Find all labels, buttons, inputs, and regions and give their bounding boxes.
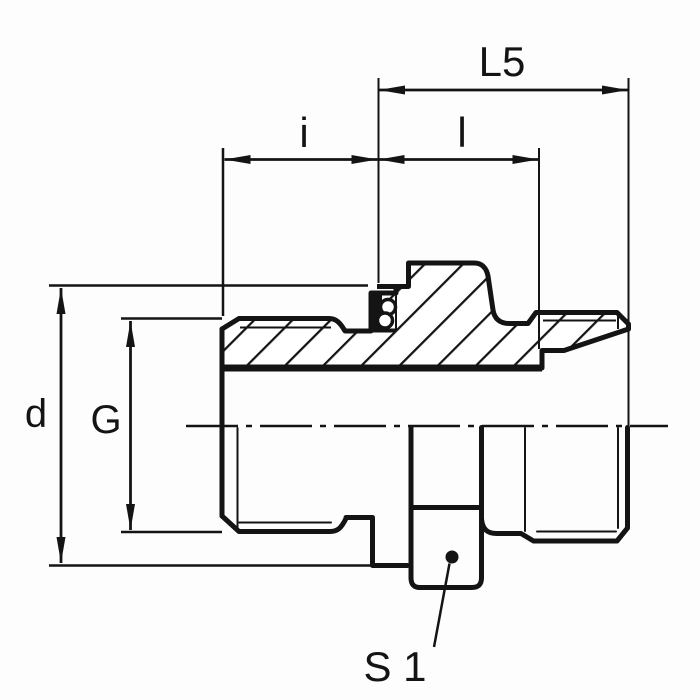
dimension-i-and-l: i l: [221, 109, 540, 349]
arrowhead: [224, 155, 251, 164]
dim-label-l: l: [457, 109, 466, 156]
section-upper-half: [219, 260, 631, 372]
left-thread-bottom-outline: [219, 513, 410, 568]
leader-dot: [445, 550, 459, 564]
dim-label-S1: S 1: [363, 643, 426, 690]
dimension-d: d: [25, 284, 372, 567]
right-thread-bottom-outline: [479, 425, 630, 544]
arrowhead: [56, 537, 66, 563]
section-region-hatching: [219, 260, 631, 371]
leader-line: [432, 563, 451, 648]
arrowhead: [56, 288, 66, 314]
dim-label-L5: L5: [479, 38, 526, 85]
external-lower-half: [219, 326, 630, 590]
arrowhead: [378, 155, 405, 164]
arrowhead: [602, 85, 628, 95]
arrowhead: [379, 85, 405, 95]
arrowhead: [351, 155, 378, 164]
dimension-L5: L5: [377, 38, 630, 427]
dim-label-d: d: [25, 392, 47, 436]
dim-label-G: G: [90, 398, 121, 442]
seal-retaining-lip: [371, 292, 382, 331]
arrowhead: [126, 321, 135, 347]
seal-ring-circle-lower: [375, 311, 395, 330]
arrowhead: [126, 504, 135, 530]
arrowhead: [512, 155, 539, 164]
dim-label-i: i: [299, 109, 308, 156]
callout-S1: S 1: [363, 550, 459, 690]
dimension-G: G: [90, 317, 222, 534]
